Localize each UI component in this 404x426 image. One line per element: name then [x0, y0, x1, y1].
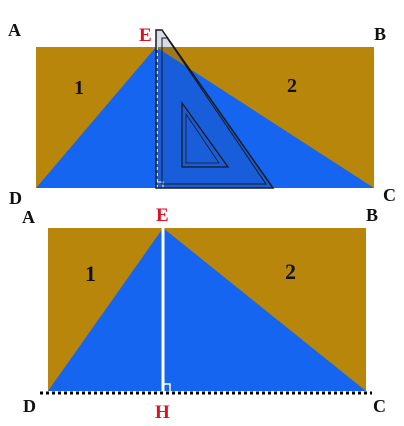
bottom-triangle	[48, 228, 366, 391]
top-label-A: A	[8, 20, 21, 40]
top-label-C: C	[383, 185, 396, 205]
top-figure: A B E D C 1 2	[8, 20, 396, 208]
bottom-label-E: E	[156, 205, 169, 226]
top-triangle	[36, 47, 374, 188]
bottom-label-D: D	[23, 396, 36, 416]
bottom-region-2: 2	[285, 259, 296, 284]
top-region-2: 2	[287, 75, 297, 97]
bottom-label-B: B	[366, 205, 378, 225]
bottom-figure: A B E D C H 1 2	[22, 205, 386, 423]
top-region-1: 1	[74, 77, 84, 99]
top-label-D: D	[9, 188, 22, 208]
set-square-icon	[155, 29, 275, 189]
bottom-right-angle-mark	[163, 383, 171, 391]
top-label-B: B	[374, 24, 386, 44]
bottom-label-C: C	[373, 396, 386, 416]
top-label-E: E	[139, 25, 152, 46]
bottom-region-1: 1	[85, 261, 96, 286]
bottom-label-H: H	[155, 402, 170, 423]
bottom-label-A: A	[22, 207, 35, 227]
top-right-angle-mark	[157, 181, 164, 188]
